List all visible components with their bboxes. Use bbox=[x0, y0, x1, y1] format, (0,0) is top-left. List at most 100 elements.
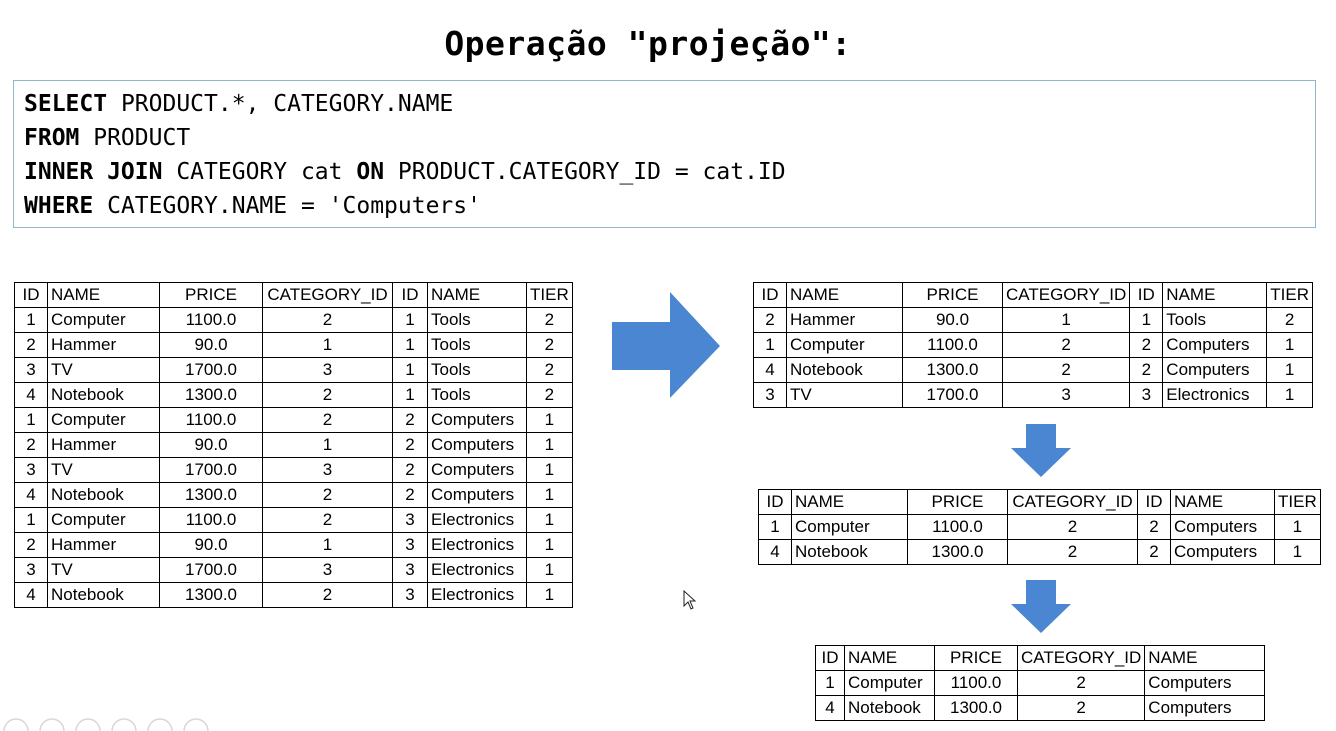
table-cell: Hammer bbox=[786, 307, 903, 333]
table-cell: 1300.0 bbox=[159, 382, 263, 408]
table-cell: Computer bbox=[47, 307, 160, 333]
table-cell: 2 bbox=[392, 457, 428, 483]
table-cell: 1 bbox=[1129, 307, 1164, 333]
table-cell: 90.0 bbox=[159, 532, 263, 558]
table-cell: 1 bbox=[14, 507, 48, 533]
table-cell: 4 bbox=[14, 482, 48, 508]
sql-line-join: INNER JOIN CATEGORY cat ON PRODUCT.CATEG… bbox=[24, 155, 1305, 189]
table-cell: 1 bbox=[526, 482, 573, 508]
table-cell: 1 bbox=[1266, 382, 1314, 408]
table-cell: Computer bbox=[786, 332, 903, 358]
column-header: NAME bbox=[844, 645, 935, 671]
table-cell: 2 bbox=[392, 482, 428, 508]
table-cell: 2 bbox=[1007, 539, 1138, 565]
column-header: TIER bbox=[1266, 282, 1314, 308]
table-cell: 3 bbox=[14, 557, 48, 583]
table-cell: 1700.0 bbox=[159, 357, 263, 383]
table-cell: Computer bbox=[791, 514, 908, 540]
table-cell: 1 bbox=[753, 332, 787, 358]
table-cell: 1 bbox=[392, 357, 428, 383]
table-cell: 2 bbox=[1001, 357, 1131, 383]
table-cell: Computers bbox=[1162, 332, 1268, 358]
down-arrow-icon bbox=[1011, 424, 1071, 477]
table-cell: 1 bbox=[1274, 539, 1321, 565]
table-cell: 3 bbox=[1129, 382, 1164, 408]
table-cell: 1 bbox=[392, 382, 428, 408]
table-cell: 1 bbox=[262, 432, 393, 458]
column-header: PRICE bbox=[159, 282, 263, 308]
column-header: ID bbox=[1129, 282, 1164, 308]
table-cell: 2 bbox=[262, 407, 393, 433]
column-header: CATEGORY_ID bbox=[1001, 282, 1131, 308]
table-cell: 2 bbox=[753, 307, 787, 333]
table-cell: 1 bbox=[1266, 357, 1314, 383]
table-cell: 3 bbox=[1001, 382, 1131, 408]
table-cell: Computers bbox=[1144, 695, 1266, 721]
right-arrow-icon bbox=[612, 292, 720, 398]
sql-line-from: FROM PRODUCT bbox=[24, 121, 1305, 155]
table-cell: 1 bbox=[14, 307, 48, 333]
table-cell: 1100.0 bbox=[159, 407, 263, 433]
table-cell: 2 bbox=[526, 382, 573, 408]
table-cell: 1 bbox=[526, 582, 573, 608]
table-cell: 3 bbox=[753, 382, 787, 408]
table-cell: 1 bbox=[1001, 307, 1131, 333]
table-cell: 2 bbox=[526, 357, 573, 383]
table-cell: 3 bbox=[14, 357, 48, 383]
slide-navigation-controls[interactable] bbox=[0, 717, 230, 731]
column-header: PRICE bbox=[902, 282, 1003, 308]
table-cell: Computers bbox=[427, 407, 527, 433]
down-arrow-icon bbox=[1011, 580, 1071, 633]
table-cell: 4 bbox=[753, 357, 787, 383]
table-cell: 3 bbox=[262, 357, 393, 383]
sql-text: CATEGORY.NAME = 'Computers' bbox=[93, 193, 481, 219]
column-header: CATEGORY_ID bbox=[1016, 645, 1146, 671]
table-cell: Electronics bbox=[1162, 382, 1268, 408]
table-cell: Computers bbox=[1170, 539, 1275, 565]
table-cell: 90.0 bbox=[902, 307, 1003, 333]
column-header: NAME bbox=[1170, 489, 1275, 515]
column-header: CATEGORY_ID bbox=[1007, 489, 1138, 515]
column-header: PRICE bbox=[907, 489, 1008, 515]
table-cell: Tools bbox=[1162, 307, 1268, 333]
table-cell: Tools bbox=[427, 332, 527, 358]
table-cell: 1 bbox=[526, 507, 573, 533]
table-cell: 2 bbox=[1129, 357, 1164, 383]
column-header: ID bbox=[1137, 489, 1171, 515]
table-cell: Electronics bbox=[427, 557, 527, 583]
column-header: NAME bbox=[427, 282, 527, 308]
table-cell: TV bbox=[47, 357, 160, 383]
table-cell: 1300.0 bbox=[159, 582, 263, 608]
table-cell: 2 bbox=[262, 482, 393, 508]
column-header: ID bbox=[815, 645, 845, 671]
table-cell: 1 bbox=[392, 332, 428, 358]
table-cell: 2 bbox=[262, 582, 393, 608]
table-cell: 1 bbox=[262, 332, 393, 358]
table-cell: 2 bbox=[262, 507, 393, 533]
table-cell: 2 bbox=[1001, 332, 1131, 358]
table-cell: 2 bbox=[392, 407, 428, 433]
column-header: NAME bbox=[791, 489, 908, 515]
table-cell: Computers bbox=[1162, 357, 1268, 383]
table-cell: Computer bbox=[47, 407, 160, 433]
table-cell: 1100.0 bbox=[159, 307, 263, 333]
table-cell: Notebook bbox=[844, 695, 935, 721]
column-header: NAME bbox=[1144, 645, 1266, 671]
column-header: PRICE bbox=[934, 645, 1018, 671]
table-cell: Computers bbox=[427, 457, 527, 483]
table-cell: Notebook bbox=[47, 382, 160, 408]
column-header: CATEGORY_ID bbox=[262, 282, 393, 308]
table-cell: 1700.0 bbox=[159, 457, 263, 483]
